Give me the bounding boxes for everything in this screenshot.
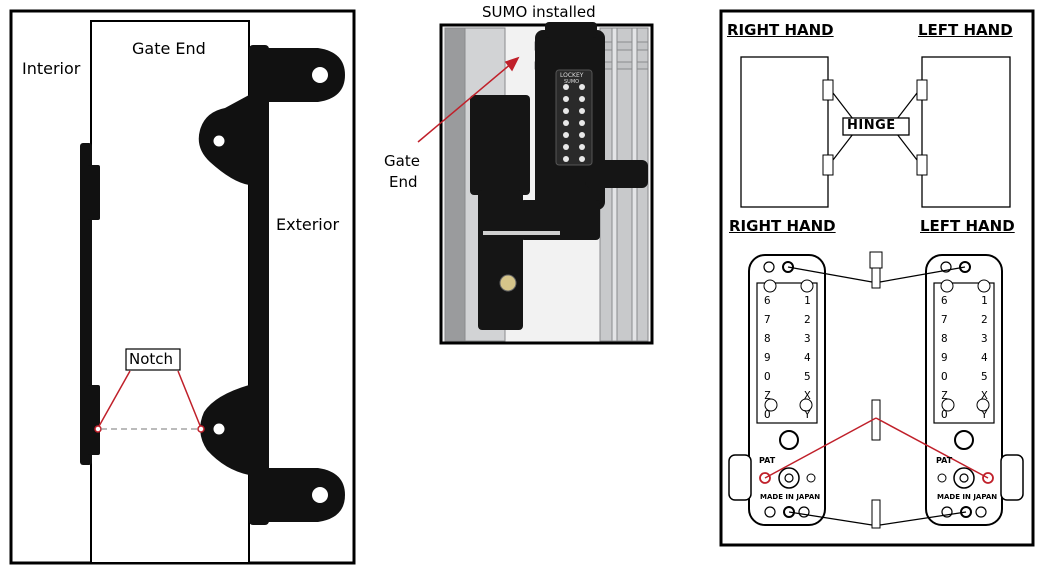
key-label: 2	[804, 313, 811, 326]
left-hand-lock-body	[925, 254, 1024, 526]
key-label: 7	[941, 313, 948, 326]
left-hand-pat-label: PAT	[936, 456, 953, 465]
left-hand-keypad: 6 7 8 9 O Z O 1 2 3 4 5 X Y	[937, 291, 995, 421]
key-label: 4	[981, 351, 988, 364]
left-hand-door	[921, 56, 1011, 208]
left-hand-key-right-col: 1 2 3 4 5 X Y	[981, 291, 988, 424]
interior-label: Interior	[22, 59, 81, 78]
key-label: Y	[981, 408, 988, 421]
sumo-key-cylinder	[499, 274, 517, 292]
key-label: O	[941, 408, 948, 421]
key-label: O	[764, 370, 771, 383]
left-hand-made-in-label: MADE IN JAPAN	[937, 493, 998, 501]
key-label: O	[941, 370, 948, 383]
key-label: 1	[981, 294, 988, 307]
bottom-right-hand-header: RIGHT HAND	[729, 217, 836, 235]
exterior-label: Exterior	[276, 215, 340, 234]
interior-bracket	[80, 143, 100, 465]
key-label: 7	[764, 313, 771, 326]
red-pointer-lines	[764, 417, 989, 479]
key-label: Z	[941, 389, 948, 402]
key-label: 9	[764, 351, 771, 364]
key-label: 9	[941, 351, 948, 364]
key-label: 5	[804, 370, 811, 383]
key-label: 8	[764, 332, 771, 345]
bottom-left-hand-header: LEFT HAND	[920, 217, 1015, 235]
right-hand-door	[740, 56, 829, 208]
key-label: O	[764, 408, 771, 421]
hinge-label-box	[842, 117, 910, 136]
right-hand-key-left-col: 6 7 8 9 O Z O	[764, 291, 771, 424]
sumo-keypad-panel	[555, 69, 593, 166]
gate-end-line2: End	[389, 173, 418, 191]
lock-brand-text: LOCKEY	[560, 72, 584, 79]
key-label: 6	[941, 294, 948, 307]
gate-end-label: Gate End	[132, 39, 206, 58]
key-label: Y	[804, 408, 811, 421]
key-label: 2	[981, 313, 988, 326]
hinge-markers	[822, 79, 928, 176]
key-label: 1	[804, 294, 811, 307]
spacer-connector-lines	[787, 266, 967, 526]
key-label: 5	[981, 370, 988, 383]
top-right-hand-header: RIGHT HAND	[727, 21, 834, 39]
gate-end-arrow	[417, 56, 520, 143]
right-hand-key-right-col: 1 2 3 4 5 X Y	[804, 291, 811, 424]
hinge-pointer-lines	[832, 92, 918, 161]
exterior-lock-plate	[198, 45, 345, 525]
fixing-holes	[210, 67, 328, 503]
key-label: 3	[981, 332, 988, 345]
top-left-hand-header: LEFT HAND	[918, 21, 1013, 39]
gate-end-line1: Gate	[384, 152, 420, 170]
key-label: 4	[804, 351, 811, 364]
left-hand-key-left-col: 6 7 8 9 O Z O	[941, 291, 948, 424]
notch-label: Notch	[129, 350, 174, 368]
key-label: X	[981, 389, 988, 402]
key-label: 3	[804, 332, 811, 345]
notch-callout	[94, 370, 205, 433]
right-hand-lock-body	[728, 254, 826, 526]
key-label: Z	[764, 389, 771, 402]
hinge-label: HINGE	[847, 118, 896, 133]
key-label: X	[804, 389, 811, 402]
gate-end-post	[90, 20, 250, 564]
notch-label-box	[125, 348, 181, 371]
key-label: 6	[764, 294, 771, 307]
right-hand-keypad: 6 7 8 9 O Z O 1 2 3 4 5 X Y	[760, 291, 818, 421]
right-hand-pat-label: PAT	[759, 456, 776, 465]
lock-model-text: SUMO	[564, 79, 580, 85]
key-label: 8	[941, 332, 948, 345]
right-hand-made-in-label: MADE IN JAPAN	[760, 493, 821, 501]
sumo-keypad-buttons	[563, 84, 585, 162]
sumo-installed-title: SUMO installed	[482, 3, 596, 21]
